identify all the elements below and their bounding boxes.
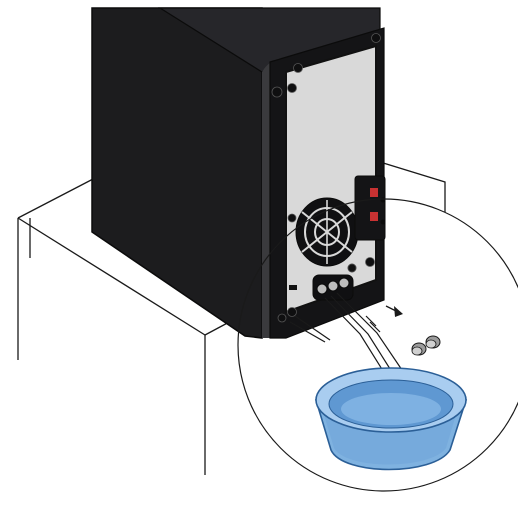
screw-icon	[293, 63, 303, 73]
screw-icon	[277, 313, 287, 323]
drain-plug-icon	[411, 342, 427, 356]
drain-port-cluster	[312, 263, 357, 301]
screw-icon	[287, 83, 297, 93]
screw-icon	[371, 33, 381, 43]
drain-plug-icon	[425, 335, 441, 349]
tower-case	[91, 7, 386, 339]
port-block	[354, 175, 386, 241]
screw-icon	[365, 257, 375, 267]
arrow-icon	[365, 305, 403, 333]
detail-circle	[237, 198, 518, 492]
fan-grille-icon	[295, 197, 359, 267]
table-top-right-edge	[379, 161, 446, 212]
drain-tubes	[289, 292, 403, 375]
table-top-front-edge	[17, 217, 206, 336]
screw-icon	[287, 307, 297, 317]
table-top-left-edge	[17, 177, 96, 219]
table-stand	[17, 161, 446, 475]
screw-icon	[271, 86, 283, 98]
case-side-panel	[91, 7, 263, 339]
screw-icon	[287, 213, 297, 223]
bowl-water-highlight	[341, 393, 441, 425]
water-bowl	[314, 367, 468, 471]
case-slot	[289, 285, 297, 290]
